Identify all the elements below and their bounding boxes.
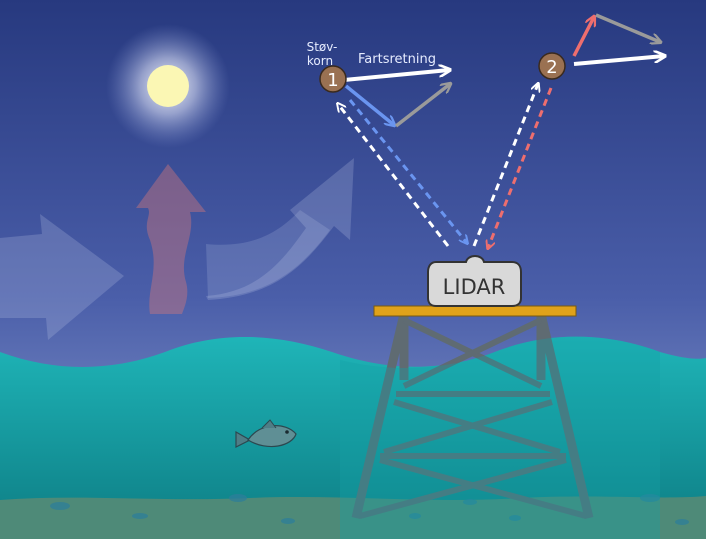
particle-number-2: 2 <box>546 57 557 78</box>
beam-return-1 <box>348 99 467 243</box>
beam-return-2 <box>488 87 553 248</box>
radial-component-arrow-1 <box>344 84 394 125</box>
tangential-component-arrow-2 <box>595 13 660 42</box>
sea <box>0 336 706 539</box>
dust-particle-2 <box>538 52 566 80</box>
platform-deck <box>373 305 577 317</box>
particle-number-1: 1 <box>327 70 338 91</box>
wind-arrow-left <box>0 214 124 340</box>
velocity-arrow-1 <box>343 70 449 82</box>
platform-bracing <box>359 317 587 519</box>
tangential-component-arrow-1 <box>394 84 450 128</box>
sun-icon <box>147 65 189 107</box>
seabed-stones <box>50 494 689 525</box>
fish-icon <box>235 419 297 448</box>
direction-label: Fartsretning <box>358 52 436 67</box>
radial-component-arrow-2 <box>572 17 594 57</box>
beam-outgoing-2 <box>472 84 538 247</box>
particle-label-line2: korn <box>307 54 333 68</box>
water-overlay <box>340 336 660 539</box>
wind-arrow-curved-body <box>206 210 330 298</box>
lidar-label: LIDAR <box>443 275 506 299</box>
wind-arrow-curved <box>206 158 354 300</box>
thermal-arrow-up <box>136 164 206 314</box>
dust-particle-1 <box>319 65 347 93</box>
lidar-device: LIDAR <box>427 255 522 307</box>
platform-jacket <box>351 312 594 520</box>
particle-label-line1: Støv- <box>307 40 338 54</box>
beam-outgoing-1 <box>338 104 450 247</box>
velocity-arrow-2 <box>573 56 664 66</box>
seabed <box>0 496 706 539</box>
